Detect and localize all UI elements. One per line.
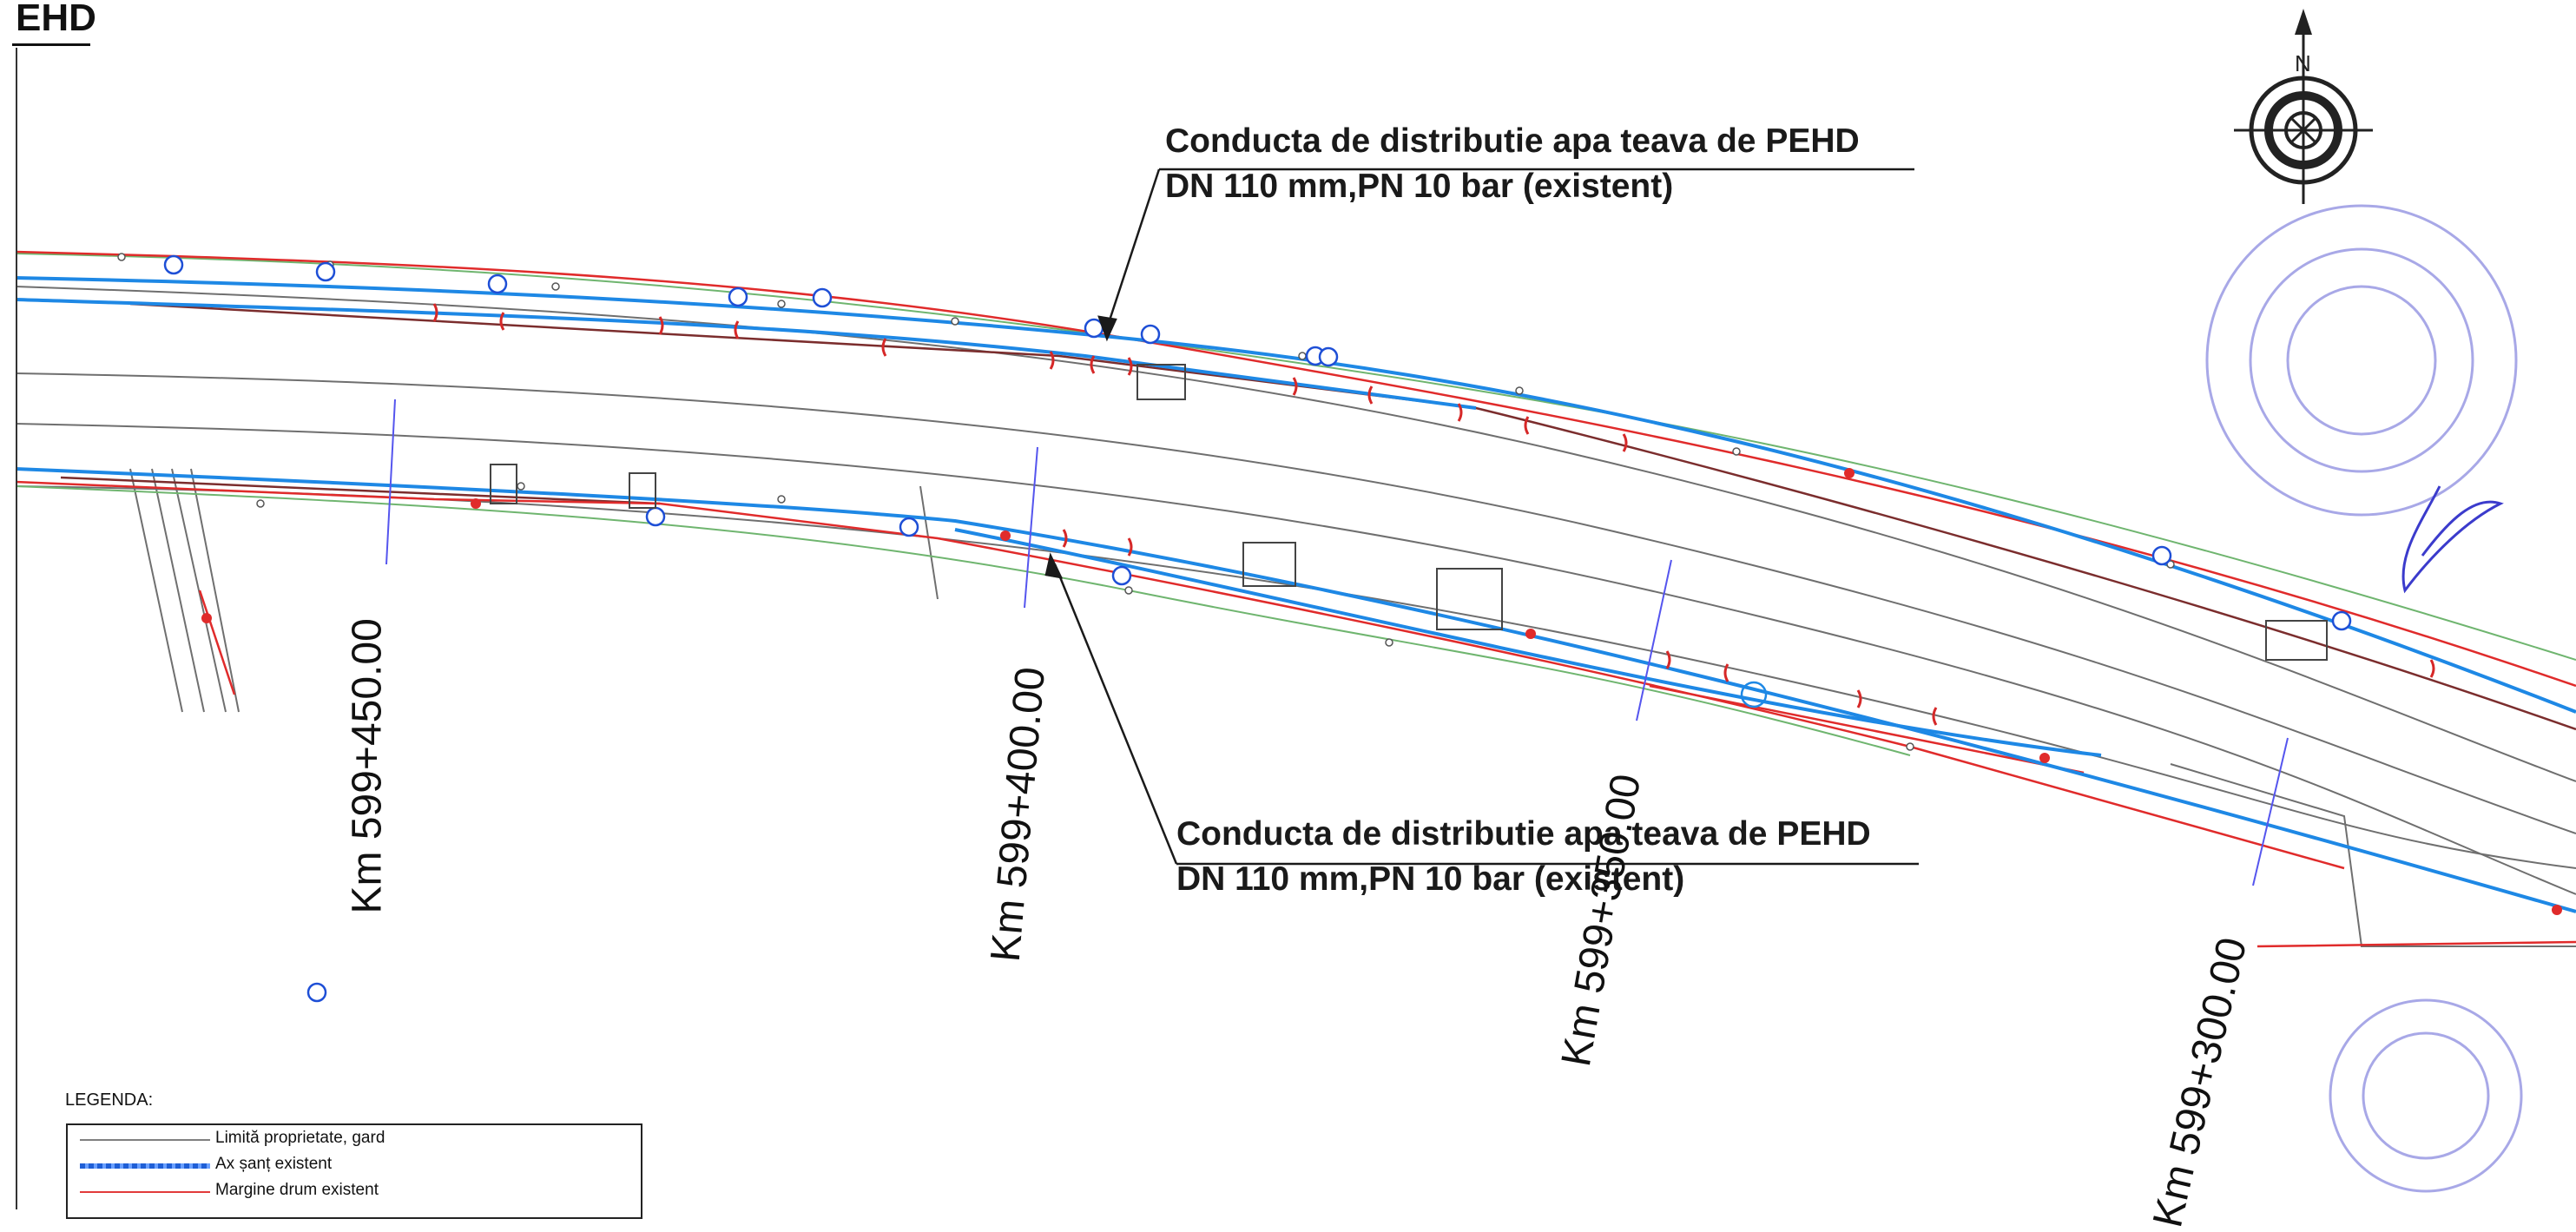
structures: [490, 364, 2328, 661]
chainage-label: Km 599+450.00: [344, 618, 391, 914]
callout-line1: Conducta de distributie apa teava de PEH…: [1176, 815, 1871, 853]
callout-line1: Conducta de distributie apa teava de PEH…: [1165, 122, 1860, 160]
pipe-fittings: [432, 303, 2435, 726]
hydrant-markers: [163, 254, 2352, 1003]
legend-swatch: [80, 1191, 210, 1193]
water-pipes: [15, 276, 2576, 913]
legend: Limită proprietate, gard Ax șanț existen…: [66, 1123, 642, 1219]
stamp-seal-top: [2205, 204, 2518, 517]
callout-line2: DN 110 mm,PN 10 bar (existent): [1176, 860, 1685, 898]
callout-pipe-south: Conducta de distributie apa teava de PEH…: [1176, 812, 1871, 902]
stamp-seal-bottom: [2329, 998, 2523, 1193]
pipe-south-secondary: [954, 528, 2102, 757]
valve-markers: [201, 468, 2562, 915]
station-lines: [385, 399, 2289, 886]
legend-item-ditch: Ax șanț existent: [68, 1155, 641, 1179]
north-label: N: [2295, 50, 2311, 76]
signature-mark: [2401, 485, 2504, 594]
title-underline: [12, 43, 90, 46]
pipe-north: [15, 276, 2576, 714]
callout-line2: DN 110 mm,PN 10 bar (existent): [1165, 168, 1674, 205]
drawing-title: EHD: [16, 0, 96, 39]
pipe-north-secondary: [15, 298, 1477, 410]
legend-item-road-edge: Margine drum existent: [68, 1181, 641, 1205]
dark-line: [60, 302, 2576, 731]
callout-pipe-north: Conducta de distributie apa teava de PEH…: [1165, 119, 1860, 209]
sheet-border: [16, 48, 17, 1209]
legend-item-property: Limită proprietate, gard: [68, 1129, 641, 1153]
legend-label: Limită proprietate, gard: [215, 1129, 385, 1147]
legend-swatch: [80, 1163, 210, 1169]
ditch-lines: [15, 253, 2576, 756]
legend-swatch: [80, 1139, 210, 1141]
legend-label: Ax șanț existent: [215, 1155, 333, 1173]
legend-label: Margine drum existent: [215, 1181, 379, 1199]
legend-title: LEGENDA:: [65, 1090, 154, 1110]
pipe-south: [15, 467, 2576, 913]
north-arrow-icon: [2234, 9, 2373, 204]
manhole-circle: [1740, 681, 1768, 708]
leader-lines: [1044, 168, 1919, 866]
